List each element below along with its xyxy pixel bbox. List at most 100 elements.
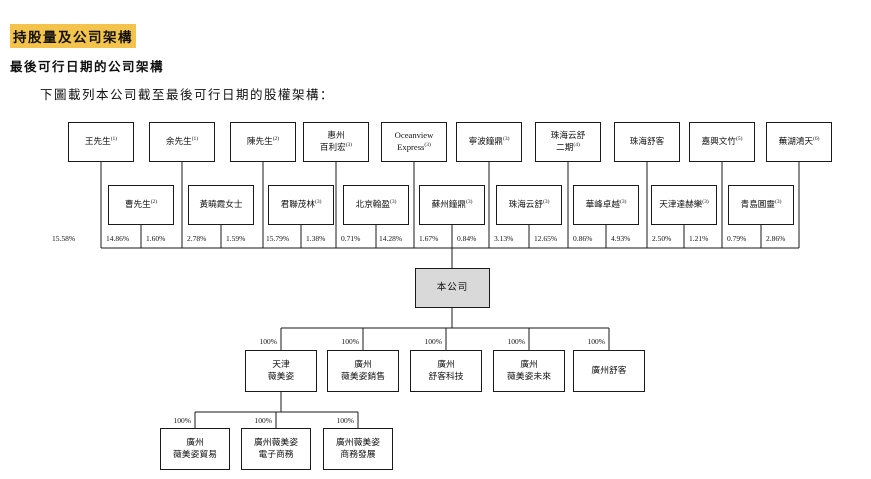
shareholder-name: 黃曉霞女士 — [199, 199, 243, 210]
shareholder-name: 青島圓靈(3) — [740, 199, 782, 210]
subsidiary-name: 天津 薇美姿 — [267, 359, 295, 381]
footnote-sup: (3) — [389, 199, 397, 206]
footnote-sup: (3) — [702, 199, 709, 206]
subsidiary-percent: 100% — [587, 337, 606, 346]
company-box: 本公司 — [415, 268, 490, 308]
shareholder-box-chen: 陳先生(2) — [230, 122, 296, 162]
footnote-sup: (3) — [542, 199, 550, 206]
percent-label: 15.58% — [52, 234, 76, 243]
shareholder-box-huang: 黃曉霞女士 — [188, 185, 254, 225]
shareholder-name: 天津達赫樂(3) — [659, 199, 709, 210]
sub-subsidiary-percent: 100% — [336, 416, 355, 425]
shareholder-box-ningbo: 寧波鐘鼎(3) — [456, 122, 522, 162]
percent-label: 2.50% — [652, 234, 672, 243]
subsidiary-percent: 100% — [424, 337, 443, 346]
sub-subsidiary-name: 廣州薇美姿 電子商務 — [254, 437, 298, 459]
sub-subsidiary-box-guangzhou-weimeizi-dianzishangwu: 廣州薇美姿 電子商務 — [241, 428, 311, 470]
shareholder-name: 曹先生(2) — [124, 199, 158, 210]
shareholder-box-yu: 余先生(1) — [149, 122, 215, 162]
footnote-sup: (4) — [573, 142, 580, 149]
shareholder-name: 惠州 百利宏(3) — [319, 130, 353, 152]
shareholder-box-tianjin-dahele: 天津達赫樂(3) — [651, 185, 717, 225]
shareholder-box-huafeng: 華峰卓越(3) — [573, 185, 639, 225]
percent-label: 1.59% — [226, 234, 246, 243]
subsidiary-percent: 100% — [507, 337, 526, 346]
subsidiary-name: 廣州 舒客科技 — [428, 359, 464, 381]
percent-label: 3.13% — [494, 234, 514, 243]
shareholder-box-qingdao: 青島圓靈(3) — [728, 185, 794, 225]
shareholder-box-wuhu: 蕪湖鴻天(6) — [766, 122, 832, 162]
shareholder-box-jiaxing: 嘉興文竹(5) — [689, 122, 755, 162]
footnote-sup: (3) — [345, 142, 353, 149]
sub-subsidiary-name: 廣州 薇美姿貿易 — [173, 437, 217, 459]
footnote-sup: (3) — [465, 199, 473, 206]
footnote-sup: (6) — [812, 136, 820, 143]
footnote-sup: (5) — [735, 136, 743, 143]
sub-subsidiary-box-guangzhou-weimeizi-shangwufazhan: 廣州薇美姿 商務發展 — [323, 428, 393, 470]
percent-label: 2.78% — [187, 234, 207, 243]
shareholder-name: 蕪湖鴻天(6) — [778, 136, 820, 147]
percent-label: 0.86% — [573, 234, 593, 243]
subsidiary-box-guangzhou-weimeizi-xiaoshou: 廣州 薇美姿銷售 — [327, 350, 399, 392]
percent-label: 0.79% — [727, 234, 747, 243]
footnote-sup: (1) — [110, 136, 118, 143]
subsection-title: 最後可行日期的公司架構 — [10, 60, 165, 74]
percent-label: 12.65% — [534, 234, 558, 243]
shareholder-name: 嘉興文竹(5) — [701, 136, 743, 147]
section-title: 持股量及公司架構 — [10, 24, 136, 48]
shareholder-name: 寧波鐘鼎(3) — [468, 136, 510, 147]
shareholder-name: 珠海云舒 二期(4) — [550, 130, 586, 152]
shareholder-name: 王先生(1) — [84, 136, 118, 147]
shareholder-box-cao: 曹先生(2) — [108, 185, 174, 225]
footnote-sup: (3) — [502, 136, 510, 143]
footnote-sup: (3) — [424, 142, 431, 149]
footnote-sup: (3) — [314, 199, 322, 206]
company-name: 本公司 — [436, 282, 469, 293]
subsidiary-name: 廣州 薇美姿未來 — [507, 359, 551, 381]
shareholder-name: Oceanview Express(3) — [394, 130, 434, 152]
shareholder-box-zhuhai-yunshu-2: 珠海云舒 二期(4) — [535, 122, 601, 162]
percent-label: 14.86% — [106, 234, 130, 243]
percent-label: 1.21% — [689, 234, 709, 243]
subsidiary-name: 廣州 薇美姿銷售 — [341, 359, 385, 381]
shareholder-name: 余先生(1) — [165, 136, 199, 147]
percent-label: 15.79% — [266, 234, 290, 243]
shareholder-name: 蘇州鐘鼎(3) — [431, 199, 473, 210]
sub-subsidiary-box-guangzhou-weimeizi-maoyi: 廣州 薇美姿貿易 — [160, 428, 230, 470]
shareholder-bus-line — [101, 247, 799, 268]
shareholder-box-zhuhai-shuke: 珠海舒客 — [614, 122, 680, 162]
subsidiary-name: 廣州舒客 — [591, 365, 627, 376]
percent-label: 14.28% — [379, 234, 403, 243]
shareholder-name: 華峰卓越(3) — [585, 199, 627, 210]
shareholder-box-zhuhai-yunshu: 珠海云舒(3) — [496, 185, 562, 225]
shareholder-name: 珠海云舒(3) — [508, 199, 550, 210]
subsidiary-box-guangzhou-shuke: 廣州舒客 — [573, 350, 645, 392]
sub-subsidiary-percent: 100% — [173, 416, 192, 425]
subsidiary-box-guangzhou-weimeizi-weilai: 廣州 薇美姿未來 — [493, 350, 565, 392]
intro-text: 下圖載列本公司截至最後可行日期的股權架構： — [40, 88, 335, 102]
percent-label: 1.60% — [146, 234, 166, 243]
subsidiary-percent: 100% — [259, 337, 278, 346]
subsidiary-box-tianjin-weimeizi: 天津 薇美姿 — [245, 350, 317, 392]
shareholder-box-huizhou: 惠州 百利宏(3) — [303, 122, 369, 162]
percent-label: 1.67% — [419, 234, 439, 243]
percent-label: 0.84% — [457, 234, 477, 243]
shareholder-box-junlian: 君聯茂林(3) — [268, 185, 334, 225]
sub-subsidiary-percent: 100% — [254, 416, 273, 425]
shareholder-name: 陳先生(2) — [246, 136, 280, 147]
subsidiary-box-guangzhou-shuke-keji: 廣州 舒客科技 — [410, 350, 482, 392]
shareholder-name: 北京翰盈(3) — [355, 199, 397, 210]
footnote-sup: (2) — [272, 136, 280, 143]
shareholder-name: 君聯茂林(3) — [280, 199, 322, 210]
shareholder-box-beijing: 北京翰盈(3) — [343, 185, 409, 225]
shareholder-box-suzhou: 蘇州鐘鼎(3) — [419, 185, 485, 225]
footnote-sup: (1) — [191, 136, 199, 143]
sub-subsidiary-name: 廣州薇美姿 商務發展 — [336, 437, 380, 459]
footnote-sup: (3) — [774, 199, 782, 206]
shareholder-box-oceanview: Oceanview Express(3) — [381, 122, 447, 162]
footnote-sup: (3) — [619, 199, 627, 206]
percent-label: 2.86% — [766, 234, 786, 243]
shareholder-box-wang: 王先生(1) — [68, 122, 134, 162]
shareholder-name: 珠海舒客 — [629, 136, 665, 147]
